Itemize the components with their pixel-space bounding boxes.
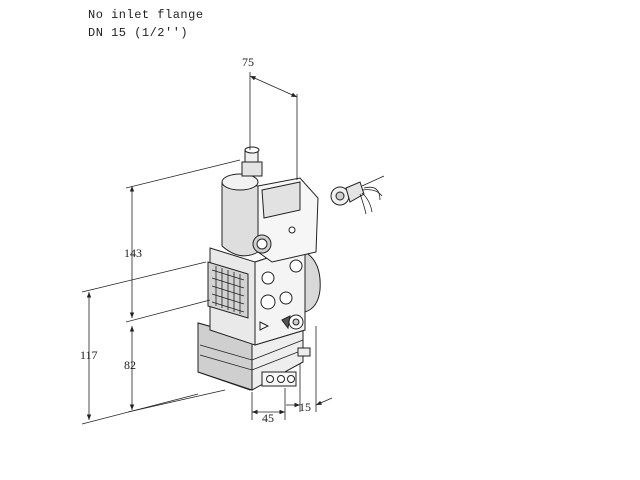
valve-body — [207, 245, 321, 346]
dimension-height-total: 117 — [80, 261, 207, 425]
dimensions: 75 143 117 82 45 — [80, 55, 333, 425]
dim-label-117: 117 — [80, 348, 98, 362]
valve-assembly — [197, 146, 321, 391]
dim-label-45: 45 — [262, 411, 274, 425]
note-inlet-flange: No inlet flange — [88, 8, 204, 22]
dimension-height-lower: 82 — [124, 326, 226, 413]
actuator — [221, 146, 319, 263]
dim-label-75: 75 — [242, 55, 254, 69]
cable-plug — [330, 175, 385, 215]
dim-label-143: 143 — [124, 246, 142, 260]
dim-label-15: 15 — [299, 400, 311, 414]
outlet-nipple — [297, 347, 311, 357]
dim-label-82: 82 — [124, 358, 136, 372]
dimension-width-top: 75 — [242, 55, 298, 180]
dimension-height-upper: 143 — [124, 159, 241, 323]
dimension-depth-bottom: 45 — [251, 388, 286, 425]
dimension-offset-right: 15 — [286, 326, 333, 414]
note-pipe-size: DN 15 (1/2'') — [88, 26, 189, 40]
